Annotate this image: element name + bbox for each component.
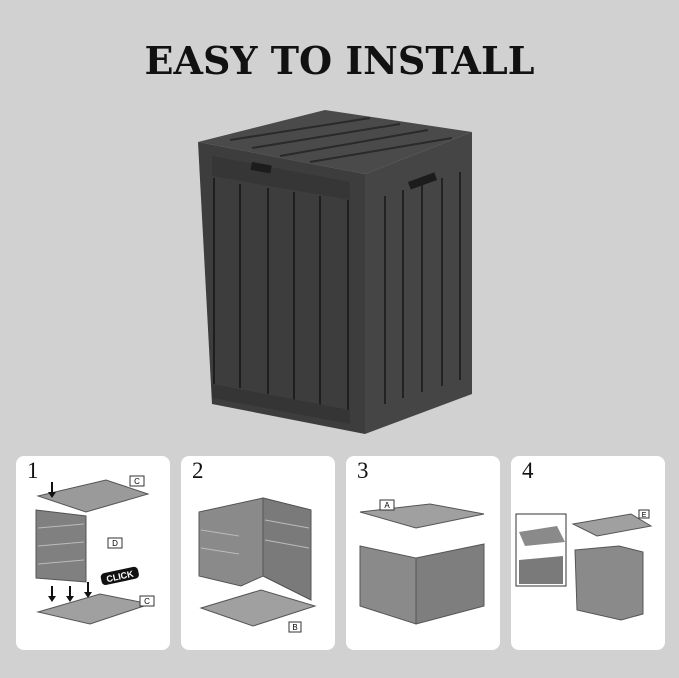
- step-card-1: 1 CLICK C D C: [16, 456, 170, 650]
- step-card-4: 4 E: [511, 456, 665, 650]
- step-number: 3: [357, 458, 369, 483]
- step-card-2: 2 B: [181, 456, 335, 650]
- step-number: 2: [192, 458, 204, 483]
- step-2-diagram: B: [198, 497, 317, 633]
- step-card-3: 3 A: [346, 456, 500, 650]
- page-title: EASY TO INSTALL: [144, 38, 535, 83]
- step-1-diagram: CLICK C D C: [35, 475, 155, 625]
- part-label-c: C: [144, 597, 150, 606]
- step-3-diagram: A: [359, 499, 485, 625]
- part-label-c: C: [134, 477, 140, 486]
- part-label-a: A: [384, 501, 390, 510]
- part-label-d: D: [112, 539, 118, 548]
- step-4-diagram: E: [515, 509, 653, 621]
- step-number: 4: [522, 458, 534, 483]
- storage-box-image: [190, 104, 480, 440]
- step-number: 1: [27, 458, 39, 483]
- part-label-b: B: [292, 623, 297, 632]
- part-label-e: E: [642, 512, 647, 519]
